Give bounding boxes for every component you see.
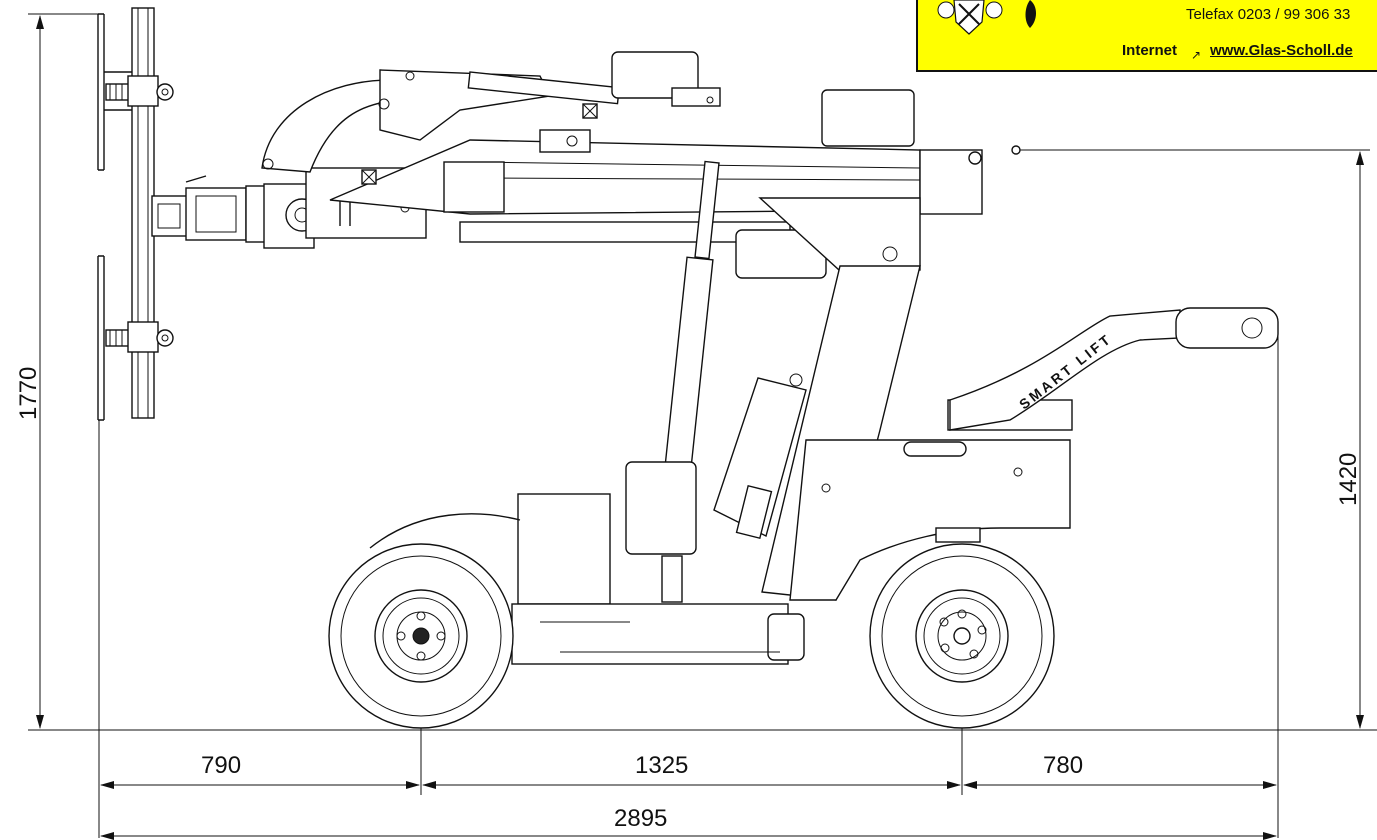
counterweight-motor (821, 89, 915, 147)
total-length-label: 2895 (614, 805, 667, 832)
rotation-head (185, 167, 427, 249)
steering-handle: SMART LIFT (949, 307, 1279, 431)
lift-cylinder (625, 160, 720, 603)
frame-centre-mount (151, 195, 189, 237)
lower-clamp (127, 321, 159, 353)
company-logo-box: Telefax 0203 / 99 306 33 Internet ↗ www.… (916, 0, 1377, 72)
upper-motor-box (611, 51, 699, 99)
rear-overhang-label: 780 (1043, 752, 1083, 779)
company-web-label: Internet (1122, 42, 1178, 59)
battery-box (517, 493, 611, 605)
suction-frame (97, 7, 189, 421)
wheelbase-label: 1325 (635, 752, 688, 779)
base-frame (511, 603, 789, 665)
front-wheel (328, 543, 514, 729)
dimension-lines (28, 13, 1377, 840)
lower-knob (156, 329, 174, 347)
link-arrow-icon: ↗ (1191, 48, 1202, 62)
company-crest-icon (937, 0, 1036, 35)
handle-height-label: 1420 (1335, 453, 1362, 506)
upper-clamp (127, 75, 159, 107)
front-fender (369, 513, 521, 549)
front-overhang-label: 790 (201, 752, 241, 779)
upper-suction-pad (97, 13, 105, 171)
rear-body (789, 439, 1071, 601)
boom-sensor-box (539, 129, 591, 153)
suction-frame-bar (131, 7, 155, 419)
upper-knob (156, 83, 174, 101)
lift-motor (625, 461, 697, 555)
total-height-label: 1770 (15, 367, 42, 420)
handle-grip (1175, 307, 1279, 349)
lower-suction-pad (97, 255, 105, 421)
company-fax: Telefax 0203 / 99 306 33 (1186, 6, 1351, 23)
body-handle-slot (903, 441, 967, 457)
lift-cylinder-barrel (664, 256, 714, 470)
company-web-link[interactable]: www.Glas-Scholl.de (1210, 42, 1353, 59)
rear-wheel (869, 543, 1055, 729)
boom-arm (261, 51, 1021, 281)
